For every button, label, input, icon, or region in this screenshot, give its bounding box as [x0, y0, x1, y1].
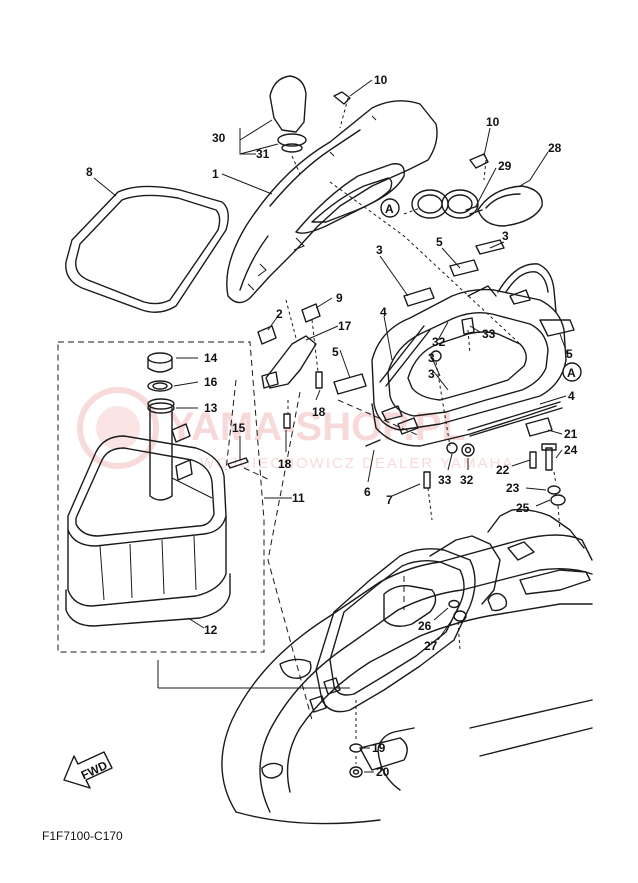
- callout-22: 22: [496, 463, 510, 477]
- fasteners-32-33: [430, 317, 475, 457]
- bolt-part-7: [423, 471, 431, 489]
- decals-3-5: A: [333, 239, 582, 395]
- bracket-part-17: [261, 335, 317, 389]
- hood-cover-part-1: [226, 100, 438, 304]
- callout-33-b: 33: [438, 473, 452, 487]
- washer-part-23: [547, 485, 561, 495]
- callout-17: 17: [338, 319, 352, 333]
- callout-8: 8: [86, 165, 93, 179]
- clip-part-10a: [333, 91, 351, 105]
- callout-11: 11: [292, 491, 305, 505]
- storage-box-group-11: [57, 341, 265, 653]
- callout-3-a: 3: [502, 229, 509, 243]
- callout-6: 6: [364, 485, 371, 499]
- callout-31: 31: [256, 147, 270, 161]
- callout-12: 12: [204, 623, 218, 637]
- callout-1: 1: [212, 167, 219, 181]
- assembly-lines: [157, 97, 561, 764]
- nut-part-27: [453, 610, 467, 622]
- callout-18-b: 18: [278, 457, 292, 471]
- callout-5-a: 5: [436, 235, 443, 249]
- callout-10-top: 10: [374, 73, 388, 87]
- callout-32-a: 32: [432, 335, 446, 349]
- callout-labels: 10 30 31 10 28 29 8 1 3 5 3 2 9 17 4 33 …: [86, 73, 578, 779]
- ring-part-16: [147, 380, 173, 392]
- bolt-part-15: [227, 457, 249, 469]
- storage-compartment: [365, 263, 575, 447]
- callout-16: 16: [204, 375, 218, 389]
- screw-part-29: [465, 205, 483, 215]
- seal-part-8: [65, 185, 229, 313]
- callout-15: 15: [232, 421, 246, 435]
- callout-33-a: 33: [482, 327, 496, 341]
- hull-deck: [221, 508, 593, 825]
- callout-5-b: 5: [332, 345, 339, 359]
- ref-mark-a-1: A: [385, 202, 394, 216]
- callout-26: 26: [418, 619, 432, 633]
- callout-19: 19: [372, 741, 386, 755]
- callout-3-b: 3: [376, 243, 383, 257]
- callout-24: 24: [564, 443, 578, 457]
- callout-9: 9: [336, 291, 343, 305]
- bolt-part-18a: [315, 371, 323, 389]
- bracket-part-21: [525, 417, 553, 437]
- watermark-sub: WOJCIECHOWICZ DEALER YAMAHA: [200, 455, 514, 472]
- diagram-code: F1F7100-C170: [42, 829, 123, 843]
- callout-2: 2: [276, 307, 283, 321]
- callout-29: 29: [498, 159, 512, 173]
- fwd-arrow-icon: FWD: [63, 751, 113, 789]
- bracket-part-10b: [469, 153, 489, 169]
- washer-part-26: [448, 599, 460, 609]
- callout-30: 30: [212, 131, 226, 145]
- callout-3-d: 3: [428, 367, 435, 381]
- callout-25: 25: [516, 501, 530, 515]
- ref-mark-a-2: A: [567, 366, 576, 380]
- cap-part-28: [477, 185, 543, 227]
- callout-18-a: 18: [312, 405, 326, 419]
- callout-3-c: 3: [428, 351, 435, 365]
- bolt-part-18b: [283, 413, 291, 429]
- cap-part-14: [147, 352, 173, 373]
- callout-21: 21: [564, 427, 578, 441]
- handle-part-30: [269, 75, 307, 153]
- callout-10-right: 10: [486, 115, 500, 129]
- callout-23: 23: [506, 481, 520, 495]
- callout-27: 27: [424, 639, 438, 653]
- callout-14: 14: [204, 351, 218, 365]
- bolt-part-24: [541, 443, 557, 471]
- strip-part-4: [379, 325, 563, 437]
- grommet-part-2: [257, 325, 277, 345]
- gauge-assembly: A: [380, 189, 479, 219]
- callout-28: 28: [548, 141, 562, 155]
- bolt-part-22: [529, 451, 537, 469]
- grommet-part-9: [301, 303, 321, 323]
- nut-part-25: [550, 494, 566, 506]
- callout-4-b: 4: [568, 389, 575, 403]
- callout-32-b: 32: [460, 473, 474, 487]
- callout-20: 20: [376, 765, 390, 779]
- callout-5-c: 5: [566, 347, 573, 361]
- callout-7: 7: [386, 493, 393, 507]
- nut-part-20: [349, 766, 363, 778]
- leader-lines: [93, 79, 569, 773]
- watermark-logo-icon: [77, 387, 159, 469]
- callout-13: 13: [204, 401, 218, 415]
- callout-4-a: 4: [380, 305, 387, 319]
